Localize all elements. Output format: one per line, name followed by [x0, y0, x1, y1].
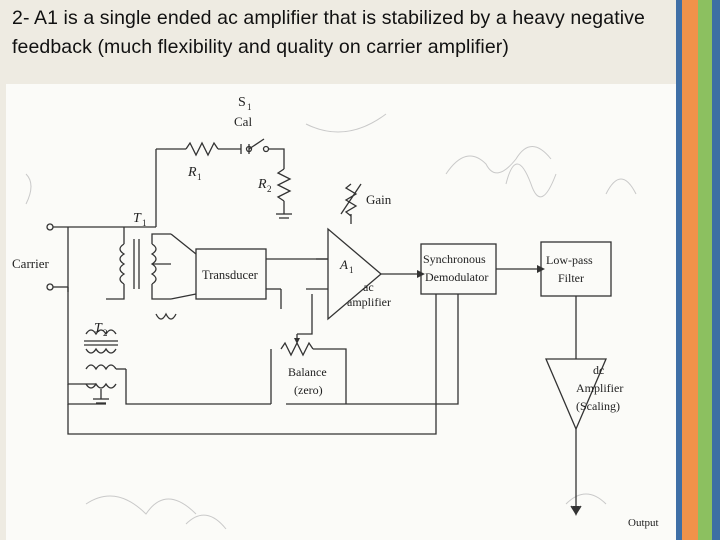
transducer-box	[195, 248, 267, 300]
decor-bar-blue-2	[712, 0, 720, 540]
decor-bar-blue-1	[676, 0, 682, 540]
label-t2-sub: 2	[103, 328, 108, 338]
background-scribbles	[25, 113, 637, 530]
slide-title: 2- A1 is a single ended ac amplifier tha…	[12, 7, 645, 58]
decor-bar-green	[698, 0, 712, 540]
label-t1: T	[133, 211, 142, 226]
circuit-diagram: S 1 Cal R 1 R 2 Gain T 1 Carrier Transdu…	[6, 84, 676, 540]
label-r1-sub: 1	[197, 172, 202, 182]
label-dc-3: (Scaling)	[576, 399, 620, 413]
t1-primary	[119, 243, 126, 285]
label-r2: R	[257, 177, 267, 192]
a1-amplifier	[327, 227, 383, 321]
t2-primary	[85, 329, 117, 336]
label-lowpass-2: Filter	[558, 271, 584, 285]
label-t1-sub: 1	[142, 218, 147, 228]
label-r1: R	[187, 165, 197, 180]
label-dc-2: Amplifier	[576, 381, 623, 395]
balance-resistor	[280, 341, 314, 357]
label-cal: Cal	[234, 114, 252, 129]
label-lowpass-1: Low-pass	[546, 253, 593, 267]
label-dc-1: dc	[593, 363, 604, 377]
label-t2: T	[94, 321, 103, 336]
label-r2-sub: 2	[267, 184, 272, 194]
label-balance-2: (zero)	[294, 383, 323, 397]
label-ac: ac	[363, 280, 374, 294]
dc-amplifier	[545, 358, 607, 431]
label-amplifier: amplifier	[347, 295, 391, 309]
label-a1: A	[339, 257, 348, 272]
lowpass-box	[540, 241, 612, 297]
label-output: Output	[628, 517, 659, 529]
r1-resistor	[185, 141, 219, 157]
circuit-diagram-svg: S 1 Cal R 1 R 2 Gain T 1 Carrier Transdu…	[12, 95, 659, 530]
label-sync-2: Demodulator	[425, 270, 488, 284]
label-s1: S	[238, 95, 246, 110]
r2-resistor	[276, 168, 292, 202]
label-a1-sub: 1	[349, 265, 354, 275]
label-gain: Gain	[366, 192, 392, 207]
label-transducer: Transducer	[202, 268, 259, 282]
label-sync-1: Synchronous	[423, 252, 486, 266]
label-s1-sub: 1	[247, 102, 252, 112]
label-carrier: Carrier	[12, 256, 49, 271]
label-balance-1: Balance	[288, 365, 327, 379]
decor-bar-orange	[682, 0, 698, 540]
